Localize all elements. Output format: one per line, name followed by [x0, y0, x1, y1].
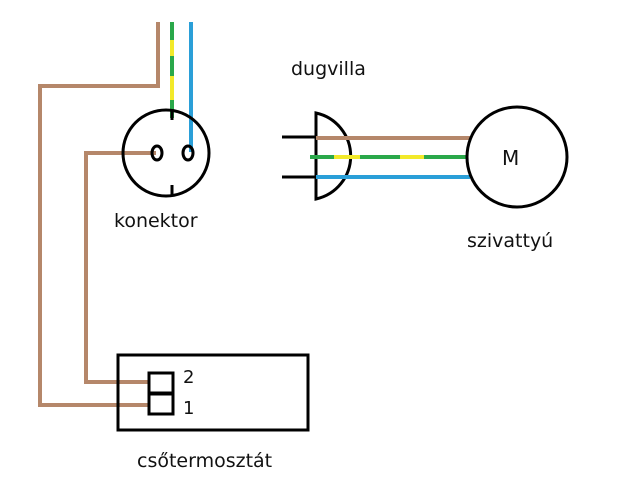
thermostat-box — [116, 353, 310, 432]
connector-label: konektor — [114, 210, 198, 232]
pump-label: szivattyú — [467, 230, 554, 252]
pump-motor — [465, 105, 569, 209]
motor-symbol: M — [502, 146, 520, 170]
terminal-1-box — [147, 392, 175, 416]
switched-wire — [84, 151, 156, 384]
phase-wire-incoming — [38, 22, 160, 407]
thermostat-label: csőtermosztát — [137, 450, 273, 472]
connector-socket — [121, 108, 211, 198]
plug-label: dugvilla — [291, 58, 366, 80]
terminal-2-box — [147, 371, 175, 395]
terminal-2-label: 2 — [183, 367, 195, 388]
terminal-1-label: 1 — [183, 398, 195, 419]
socket-hole-left — [150, 144, 164, 162]
socket-hole-right — [181, 144, 195, 162]
